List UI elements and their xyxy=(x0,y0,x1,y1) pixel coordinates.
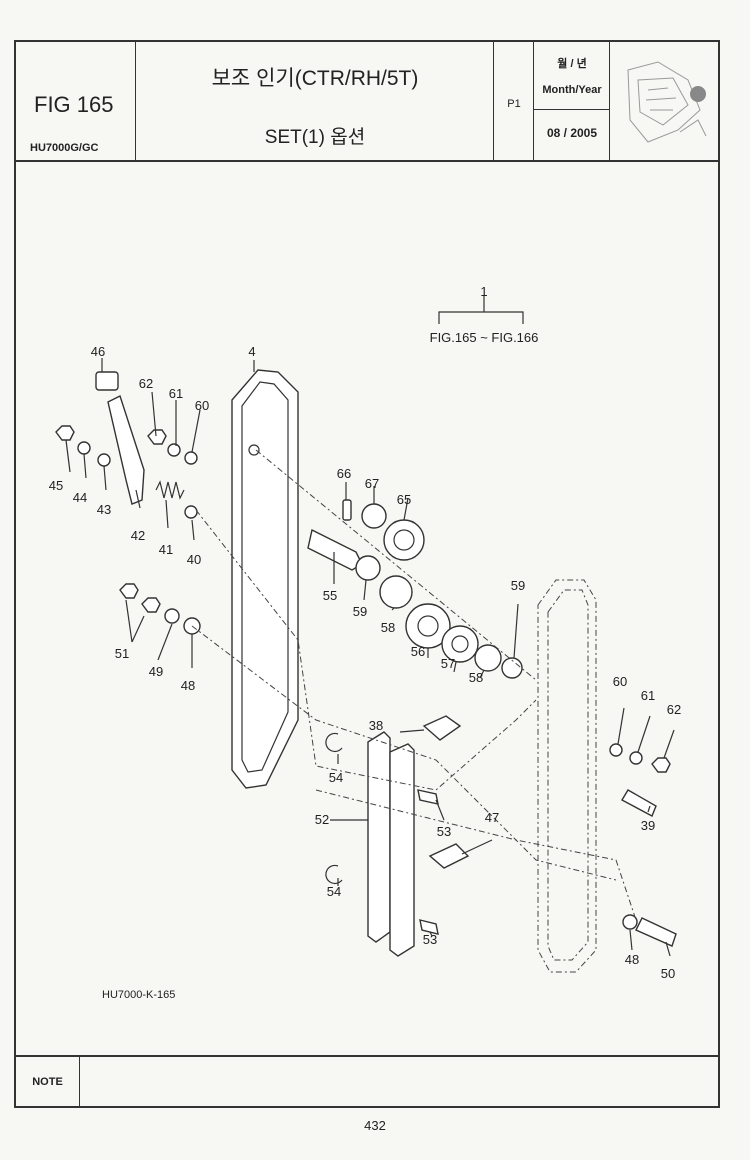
callout: 55 xyxy=(323,588,337,603)
assembly-ref-text: FIG.165 ~ FIG.166 xyxy=(430,330,539,345)
callout: 46 xyxy=(91,344,105,359)
date-cell: 월 / 년 Month/Year 08 / 2005 xyxy=(534,42,610,160)
exploded-parts-diagram: 1 FIG.165 ~ FIG.166 46 4 62 61 60 45 44 … xyxy=(49,284,681,981)
drawing-code: HU7000-K-165 xyxy=(102,989,176,1001)
figure-number: FIG 165 xyxy=(34,92,114,117)
callout: 41 xyxy=(159,542,173,557)
callout: 66 xyxy=(337,466,351,481)
title-block: FIG 165 HU7000G/GC 보조 인기(CTR/RH/5T) SET(… xyxy=(16,42,718,162)
callout: 53 xyxy=(423,932,437,947)
callout: 47 xyxy=(485,810,499,825)
part-46 xyxy=(95,371,119,391)
callout: 45 xyxy=(49,478,63,493)
fig-cell: FIG 165 HU7000G/GC xyxy=(16,42,136,160)
callout: 54 xyxy=(327,884,341,899)
page-number: 432 xyxy=(364,1118,386,1133)
callout: 40 xyxy=(187,552,201,567)
callout: 58 xyxy=(469,670,483,685)
callout: 4 xyxy=(248,344,255,359)
callout: 42 xyxy=(131,528,145,543)
callout: 53 xyxy=(437,824,451,839)
callout-1: 1 xyxy=(480,284,487,299)
callout: 60 xyxy=(195,398,209,413)
callout: 50 xyxy=(661,966,675,981)
callout: 49 xyxy=(149,664,163,679)
callout: 65 xyxy=(397,492,411,507)
callout-labels: 1 FIG.165 ~ FIG.166 46 4 62 61 60 45 44 … xyxy=(49,284,681,981)
callout: 48 xyxy=(181,678,195,693)
callout: 58 xyxy=(381,620,395,635)
callout: 61 xyxy=(641,688,655,703)
note-label: NOTE xyxy=(16,1057,80,1108)
nut-62 xyxy=(147,429,167,445)
callout: 39 xyxy=(641,818,655,833)
nut-45 xyxy=(55,425,75,441)
callout: 52 xyxy=(315,812,329,827)
callout: 59 xyxy=(353,604,367,619)
page-ref: P1 xyxy=(507,98,521,110)
page-subtitle: SET(1) 옵션 xyxy=(264,127,366,148)
callout: 48 xyxy=(625,952,639,967)
thumbnail-cell xyxy=(610,42,718,160)
callout: 57 xyxy=(441,656,455,671)
callout: 61 xyxy=(169,386,183,401)
callout: 56 xyxy=(411,644,425,659)
month-year-label-en: Month/Year xyxy=(542,84,602,96)
forklift-thumbnail-icon xyxy=(627,61,707,143)
part-42 xyxy=(107,395,145,505)
parts-sheet: FIG 165 HU7000G/GC 보조 인기(CTR/RH/5T) SET(… xyxy=(14,40,720,1108)
note-section: NOTE xyxy=(16,1055,718,1108)
callout: 54 xyxy=(329,770,343,785)
callout: 62 xyxy=(667,702,681,717)
callout: 60 xyxy=(613,674,627,689)
page-title: 보조 인기(CTR/RH/5T) xyxy=(211,67,419,90)
callout: 51 xyxy=(115,646,129,661)
callout: 43 xyxy=(97,502,111,517)
callout: 44 xyxy=(73,490,87,505)
title-cell: 보조 인기(CTR/RH/5T) SET(1) 옵션 xyxy=(136,42,494,160)
date-value: 08 / 2005 xyxy=(546,126,598,140)
callout: 38 xyxy=(369,718,383,733)
callout: 67 xyxy=(365,476,379,491)
month-year-label-ko: 월 / 년 xyxy=(557,58,587,70)
model-code: HU7000G/GC xyxy=(30,142,99,154)
divider xyxy=(534,109,610,110)
callout: 59 xyxy=(511,578,525,593)
page-ref-cell: P1 xyxy=(494,42,534,160)
callout: 62 xyxy=(139,376,153,391)
